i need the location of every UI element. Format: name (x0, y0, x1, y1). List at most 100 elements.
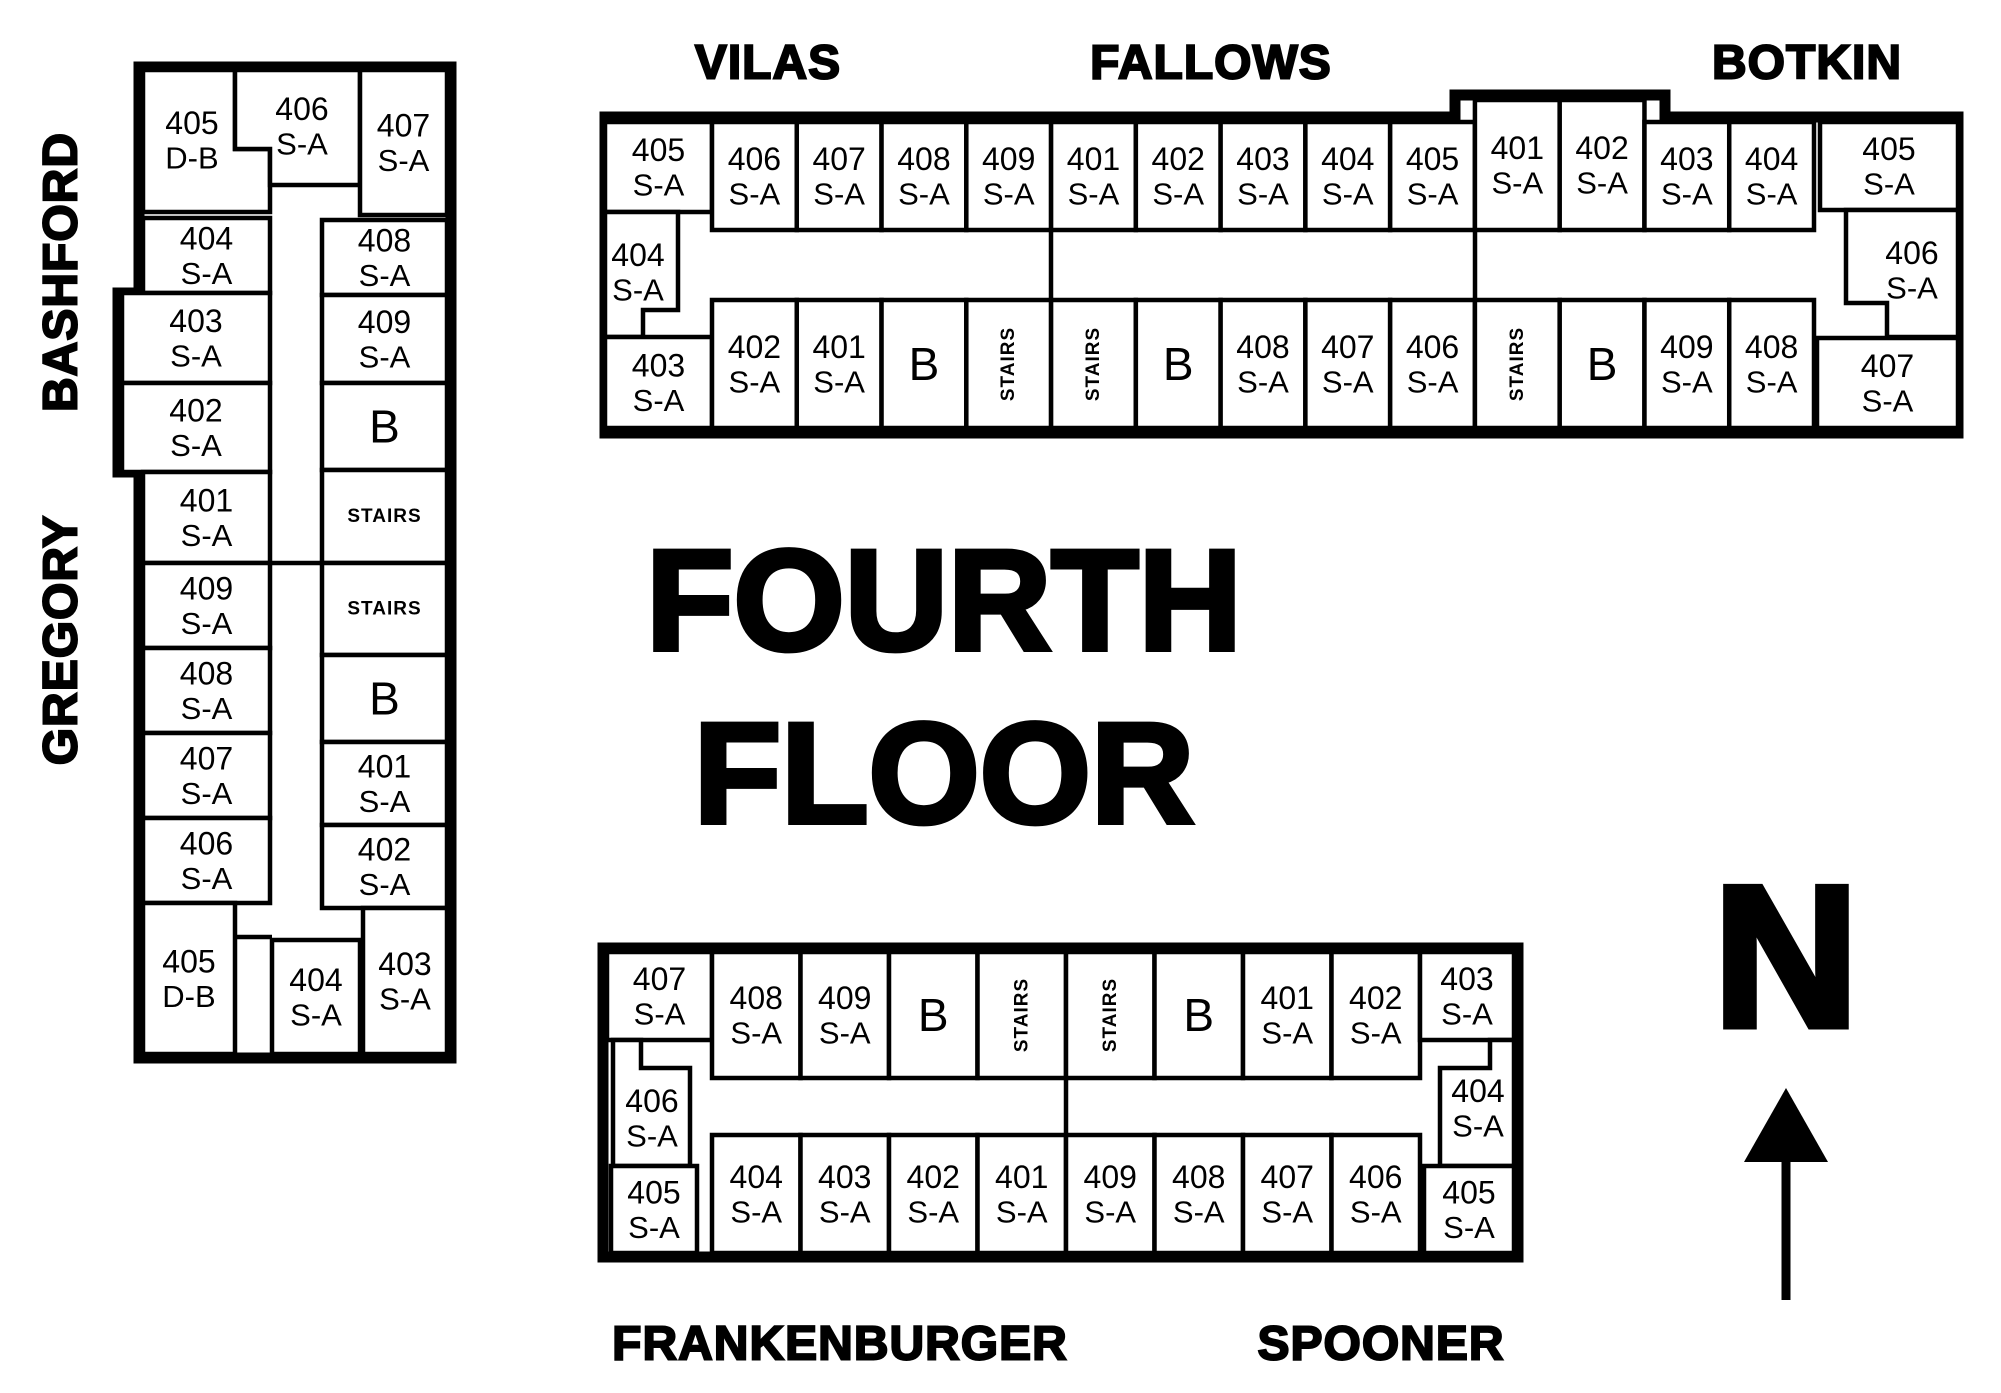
room-number: 408 (358, 223, 411, 259)
stairs-label: STAIRS (347, 506, 421, 527)
room-south-5-b: B (886, 949, 980, 1081)
room-type: S-A (1576, 166, 1628, 201)
room-type: S-A (359, 867, 411, 902)
room-type: S-A (181, 776, 233, 811)
room-number: 405 (165, 105, 218, 141)
room-type: D-B (162, 979, 215, 1014)
room-number: 409 (358, 304, 411, 340)
room-number: 401 (995, 1159, 1048, 1195)
room-wall (604, 949, 715, 1043)
west-building-rooms: 405D-B406S-A407S-A404S-A403S-A402S-A401S… (119, 67, 450, 1057)
room-north-28-stairs: STAIRS (1472, 297, 1562, 431)
room-number: 407 (180, 741, 233, 777)
room-wall (964, 297, 1054, 431)
room-number: 406 (1885, 235, 1938, 271)
bathroom-label: B (1587, 338, 1618, 390)
room-number: 405 (1442, 1175, 1495, 1211)
room-type: S-A (1863, 167, 1915, 202)
room-type: S-A (633, 383, 685, 418)
room-number: 405 (627, 1175, 680, 1211)
room-wall (608, 1163, 700, 1256)
room-wall (269, 937, 363, 1057)
room-wall (319, 467, 450, 566)
room-wall (119, 290, 273, 386)
room-north-23-stairs: STAIRS (1048, 297, 1139, 431)
room-type: S-A (1746, 177, 1798, 212)
room-type: S-A (378, 143, 430, 178)
room-number: 408 (1745, 329, 1798, 365)
room-wall (1152, 949, 1246, 1081)
room-type: S-A (1746, 365, 1798, 400)
room-type: S-A (1407, 177, 1459, 212)
room-wall (1133, 297, 1223, 431)
room-wall (879, 119, 969, 233)
room-west-15-stairs: STAIRS (319, 467, 450, 566)
room-wall (1387, 119, 1478, 233)
room-south-8-b: B (1152, 949, 1246, 1081)
room-number: 401 (1261, 980, 1314, 1016)
room-type: S-A (1407, 365, 1459, 400)
room-type: S-A (729, 365, 781, 400)
room-wall (1329, 949, 1423, 1081)
room-type: S-A (1173, 1195, 1225, 1230)
room-wall (1817, 119, 1961, 213)
room-west-16-stairs: STAIRS (319, 560, 450, 658)
room-type: S-A (813, 177, 865, 212)
room-number: 407 (1261, 1159, 1314, 1195)
room-number: 404 (1745, 141, 1798, 177)
room-number: 406 (180, 826, 233, 862)
room-number: 402 (169, 393, 222, 429)
room-type: S-A (819, 1016, 871, 1051)
room-north-24-b: B (1133, 297, 1223, 431)
room-number: 407 (812, 141, 865, 177)
room-number: 402 (358, 832, 411, 868)
room-number: 408 (1236, 329, 1289, 365)
room-wall (1726, 119, 1817, 233)
room-wall (964, 119, 1054, 233)
room-number: 406 (1349, 1159, 1402, 1195)
room-number: 404 (289, 962, 342, 998)
wing-label-gregory: GREGORY (35, 515, 88, 766)
room-number: 403 (169, 303, 222, 339)
room-wall (1814, 335, 1961, 431)
room-number: 409 (818, 980, 871, 1016)
room-number: 405 (1862, 131, 1915, 167)
room-type: S-A (359, 784, 411, 819)
room-wall (1421, 1163, 1517, 1256)
room-type: S-A (359, 340, 411, 375)
compass-north-letter: N (1714, 846, 1858, 1069)
room-type: S-A (634, 997, 686, 1032)
room-wall (357, 67, 450, 218)
room-type: S-A (819, 1195, 871, 1230)
room-type: S-A (1261, 1016, 1313, 1051)
room-type: S-A (730, 1195, 782, 1230)
room-number: 401 (1067, 141, 1120, 177)
room-type: S-A (730, 1016, 782, 1051)
bathroom-label: B (1183, 989, 1214, 1041)
wing-label-bashford: BASHFORD (35, 132, 88, 412)
room-type: S-A (1322, 365, 1374, 400)
